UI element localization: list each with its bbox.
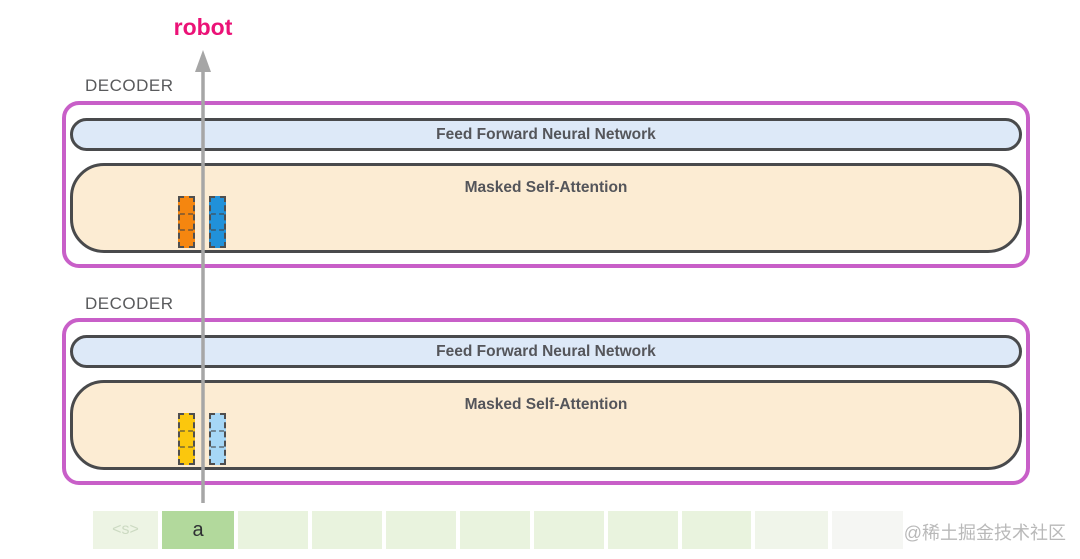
feed-forward-label: Feed Forward Neural Network [436, 125, 656, 143]
token-cell-empty [832, 511, 903, 549]
token-cell-empty [534, 511, 604, 549]
output-token-label: robot [173, 14, 233, 40]
feed-forward-layer: Feed Forward Neural Network [70, 118, 1022, 151]
watermark-text: @稀土掘金技术社区 [903, 523, 1066, 543]
input-token-row: <s> a [93, 511, 903, 549]
start-token-vector [178, 196, 195, 248]
feed-forward-label: Feed Forward Neural Network [436, 342, 656, 360]
decoder-2-label: DECODER [85, 294, 174, 313]
start-token-vector [178, 413, 195, 465]
token-cell-empty [386, 511, 456, 549]
token-cell-empty [755, 511, 828, 549]
a-token-vector [209, 413, 226, 465]
masked-self-attention-layer: Masked Self-Attention [70, 380, 1022, 470]
masked-self-attention-label: Masked Self-Attention [464, 396, 628, 413]
masked-self-attention-layer: Masked Self-Attention [70, 163, 1022, 253]
masked-self-attention-label: Masked Self-Attention [464, 179, 628, 196]
decoder-block-1: Feed Forward Neural Network Masked Self-… [62, 101, 1030, 268]
token-cell-empty [460, 511, 530, 549]
token-cell-empty [682, 511, 751, 549]
decoder-block-2: Feed Forward Neural Network Masked Self-… [62, 318, 1030, 485]
token-cell-empty [238, 511, 308, 549]
token-cell-empty [312, 511, 382, 549]
decoder-1-label: DECODER [85, 76, 174, 95]
feed-forward-layer: Feed Forward Neural Network [70, 335, 1022, 368]
token-cell-start: <s> [93, 511, 158, 549]
token-cell-empty [608, 511, 678, 549]
a-token-vector [209, 196, 226, 248]
token-cell-a: a [162, 511, 234, 549]
